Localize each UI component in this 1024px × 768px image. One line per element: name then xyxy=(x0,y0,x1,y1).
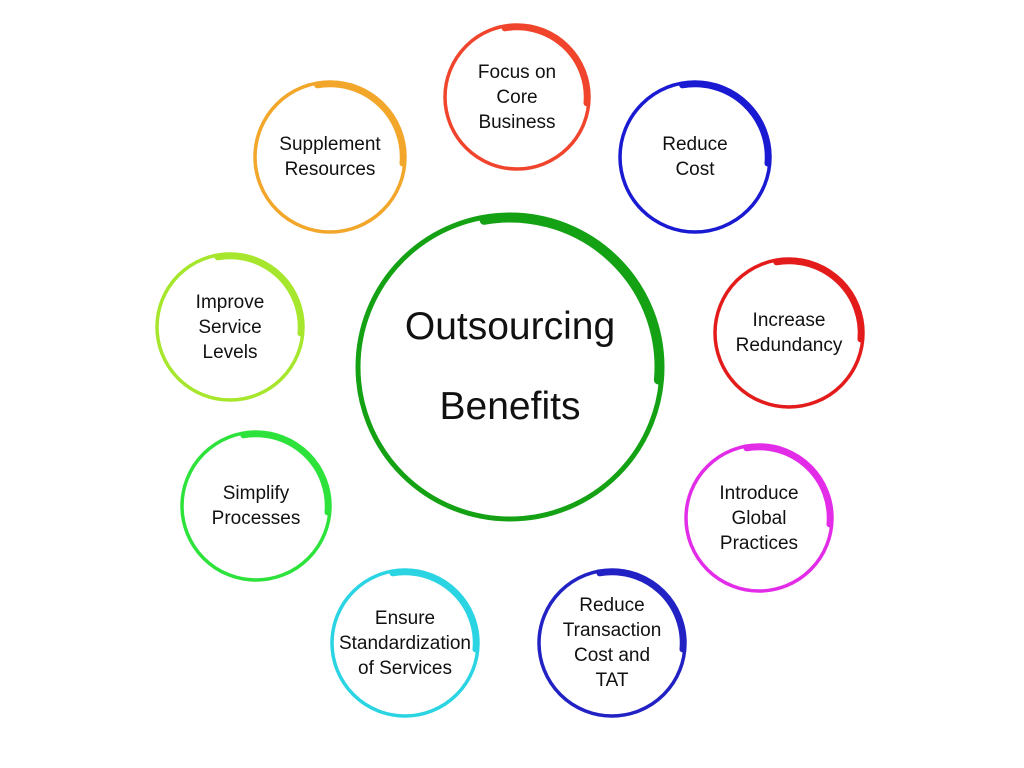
center-ring xyxy=(355,212,665,522)
benefit-label-line: Reduce xyxy=(579,595,645,616)
benefit-label-line: Processes xyxy=(211,508,301,529)
ring-introduce-global-practices xyxy=(684,443,834,593)
benefit-label-line: Transaction xyxy=(562,620,662,641)
benefit-label-line: Service xyxy=(198,316,262,338)
benefit-label-line: Standardization xyxy=(338,632,472,654)
benefit-label-line: Levels xyxy=(202,341,258,363)
benefit-label-line: Reduce xyxy=(662,134,728,155)
benefit-label-line: Core xyxy=(496,86,538,108)
benefit-label-line: Increase xyxy=(752,310,826,331)
center-title-line-2: Benefits xyxy=(439,385,581,428)
benefit-label-line: Introduce xyxy=(719,482,799,504)
ring-focus-core-business xyxy=(443,23,591,171)
ring-ensure-standardization xyxy=(330,568,480,718)
benefit-label-line: Resources xyxy=(284,159,376,180)
center-node-outsourcing-benefits: Outsourcing Benefits xyxy=(358,215,662,519)
benefit-label-line: Supplement xyxy=(279,134,381,155)
benefit-label-line: Redundancy xyxy=(735,335,843,356)
benefit-label-line: Global xyxy=(731,507,787,529)
benefit-label-line: Focus on xyxy=(477,61,557,83)
center-title-line-1: Outsourcing xyxy=(404,305,616,348)
ring-simplify-processes xyxy=(180,430,332,582)
benefit-label-line: Business xyxy=(478,111,556,133)
benefit-label-line: Cost and xyxy=(573,645,651,666)
center-title: Outsourcing Benefits xyxy=(405,287,615,447)
ring-increase-redundancy xyxy=(713,257,865,409)
benefit-label-line: Ensure xyxy=(374,607,436,629)
ring-supplement-resources xyxy=(253,80,407,234)
benefit-label-line: TAT xyxy=(595,670,629,691)
ring-improve-service-levels xyxy=(155,252,305,402)
ring-reduce-cost xyxy=(618,80,772,234)
benefit-label-line: Cost xyxy=(675,159,715,180)
benefit-label-line: Simplify xyxy=(222,483,290,504)
benefit-label-line: of Services xyxy=(358,657,452,679)
ring-reduce-transaction-cost-tat xyxy=(537,568,687,718)
benefit-label-line: Improve xyxy=(195,291,265,313)
benefit-label-line: Practices xyxy=(719,532,799,554)
